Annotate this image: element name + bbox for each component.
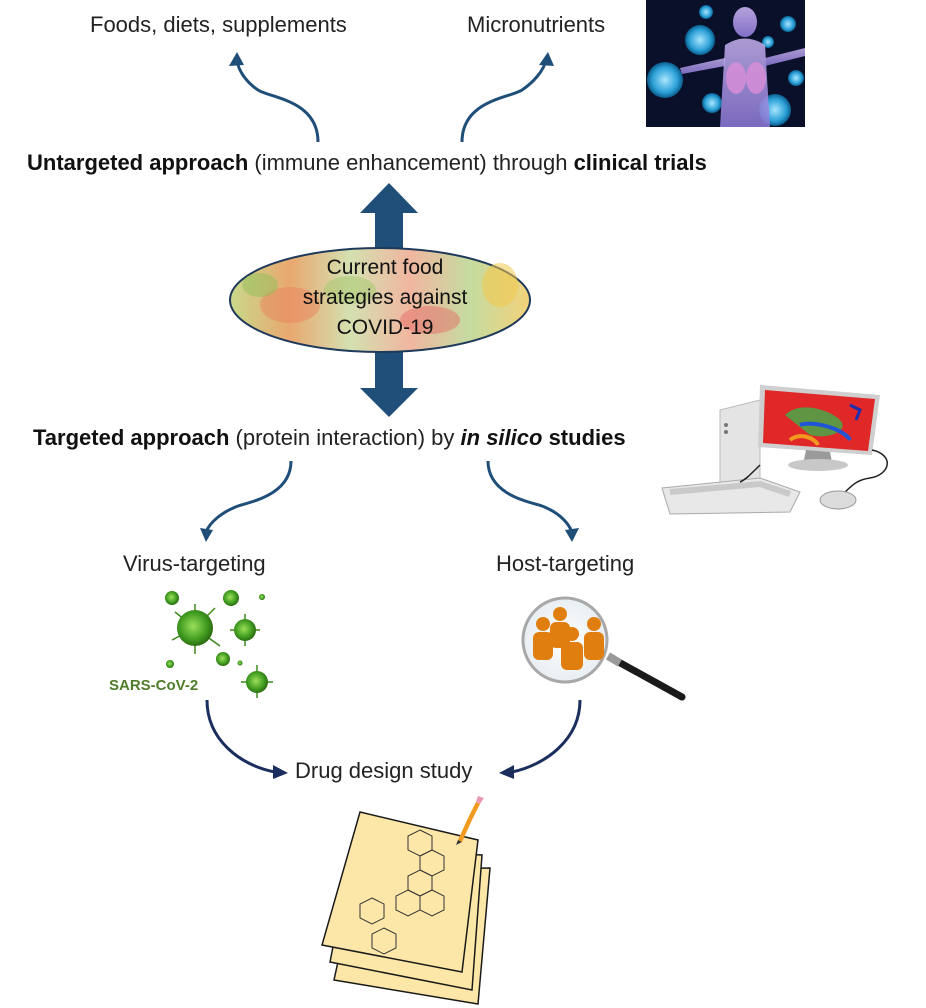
magnifier-people	[521, 596, 686, 701]
computer-protein-illustration	[661, 385, 888, 515]
arrow-to-foods	[229, 52, 320, 143]
targeted-approach-desc: (protein interaction) by	[229, 425, 461, 450]
label-virus-targeting: Virus-targeting	[123, 551, 266, 576]
untargeted-approach-desc: (immune enhancement) through	[248, 150, 574, 175]
label-host-targeting: Host-targeting	[496, 551, 635, 576]
arrow-to-virus-targeting	[200, 460, 293, 542]
human-virus-illustration	[646, 0, 805, 127]
arrow-to-host-targeting	[486, 460, 579, 542]
arrow-to-micronutrients	[460, 52, 554, 143]
studies-label: studies	[542, 425, 626, 450]
targeted-approach-bold: Targeted approach	[33, 425, 230, 450]
papers-molecule-pencil	[321, 796, 491, 1005]
arrow-virus-to-drug	[205, 699, 288, 779]
center-line-2: strategies against	[302, 286, 468, 309]
in-silico-italic: in silico	[460, 425, 543, 450]
virus-cluster	[165, 590, 273, 698]
label-sars-cov-2: SARS-CoV-2	[109, 677, 199, 694]
targeted-approach-line: Targeted approach (protein interaction) …	[33, 425, 626, 451]
untargeted-approach-bold: Untargeted approach	[27, 150, 249, 175]
arrow-host-to-drug	[499, 699, 582, 779]
double-arrow-vertical	[360, 183, 418, 417]
center-line-1: Current food	[326, 256, 444, 279]
center-ellipse-label: Current food strategies against COVID-19	[290, 253, 480, 343]
untargeted-approach-line: Untargeted approach (immune enhancement)…	[27, 150, 707, 176]
label-foods-diets-supplements: Foods, diets, supplements	[90, 12, 347, 37]
clinical-trials-bold: clinical trials	[573, 150, 707, 175]
label-micronutrients: Micronutrients	[467, 12, 606, 37]
label-drug-design-study: Drug design study	[295, 758, 473, 783]
food-ellipse	[229, 247, 531, 353]
center-line-3: COVID-19	[336, 316, 434, 339]
